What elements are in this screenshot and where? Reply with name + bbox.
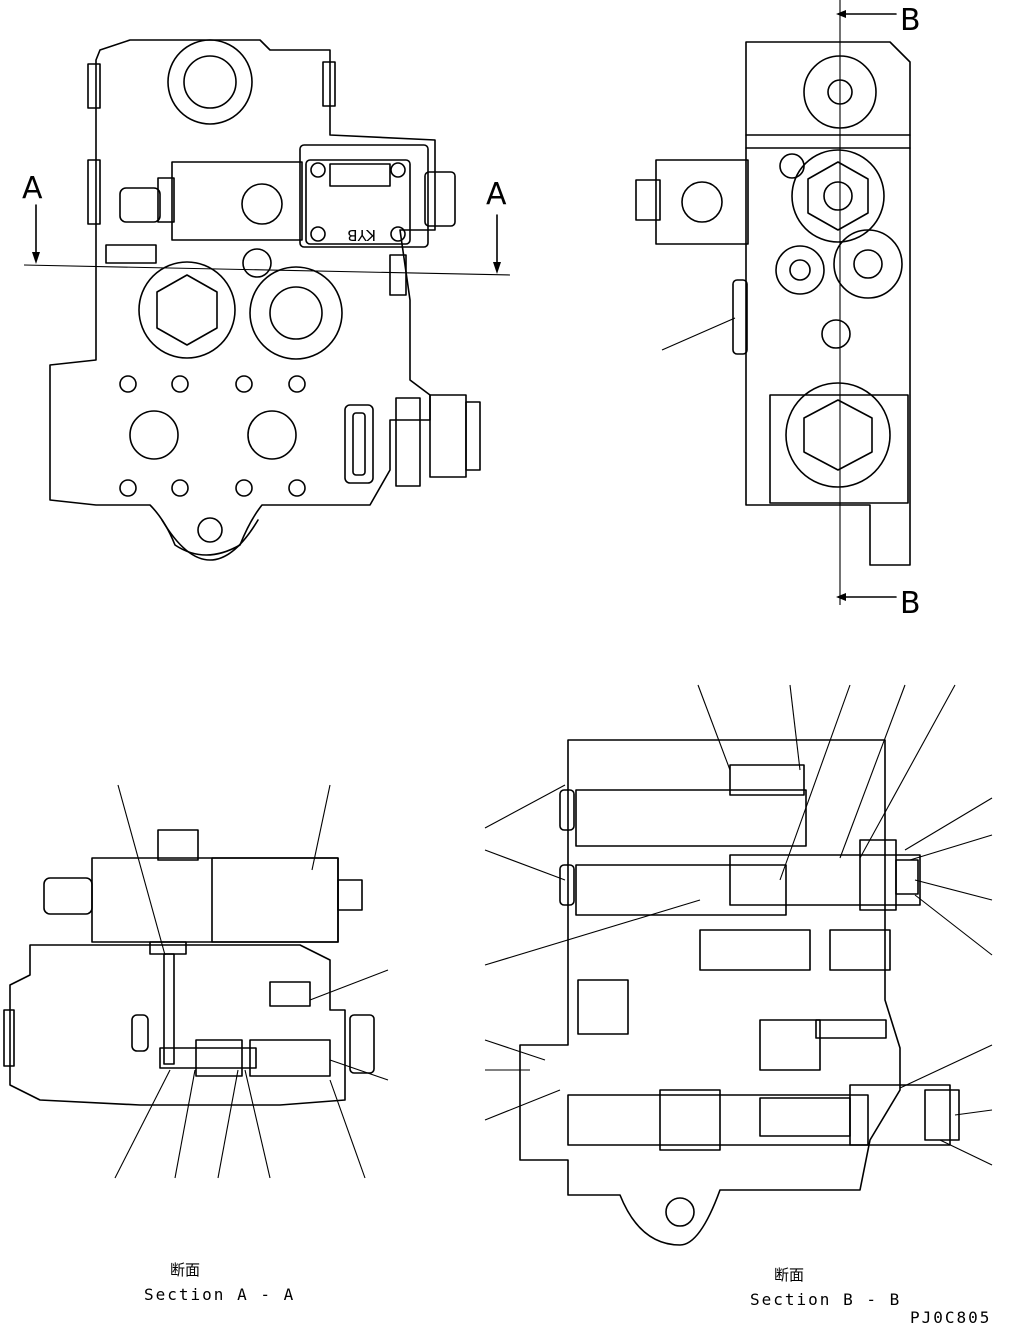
section-aa-caption: Section A - A [144,1285,295,1304]
front-view [23,39,511,561]
side-view [635,0,911,605]
kyb-plate-text: KYB [347,226,376,244]
section-bb-view [484,684,993,1246]
section-bb-caption: Section B - B [750,1290,901,1309]
section-b-marker-top: B [900,3,921,38]
section-aa-view [3,784,389,1179]
section-a-marker-left: A [22,171,43,206]
section-a-marker-right: A [486,177,507,212]
section-b-marker-bottom: B [900,586,921,621]
section-bb-caption-jp: 断面 [774,1266,804,1284]
section-aa-caption-jp: 断面 [170,1261,200,1279]
drawing-id: PJ0C805 [910,1308,991,1327]
